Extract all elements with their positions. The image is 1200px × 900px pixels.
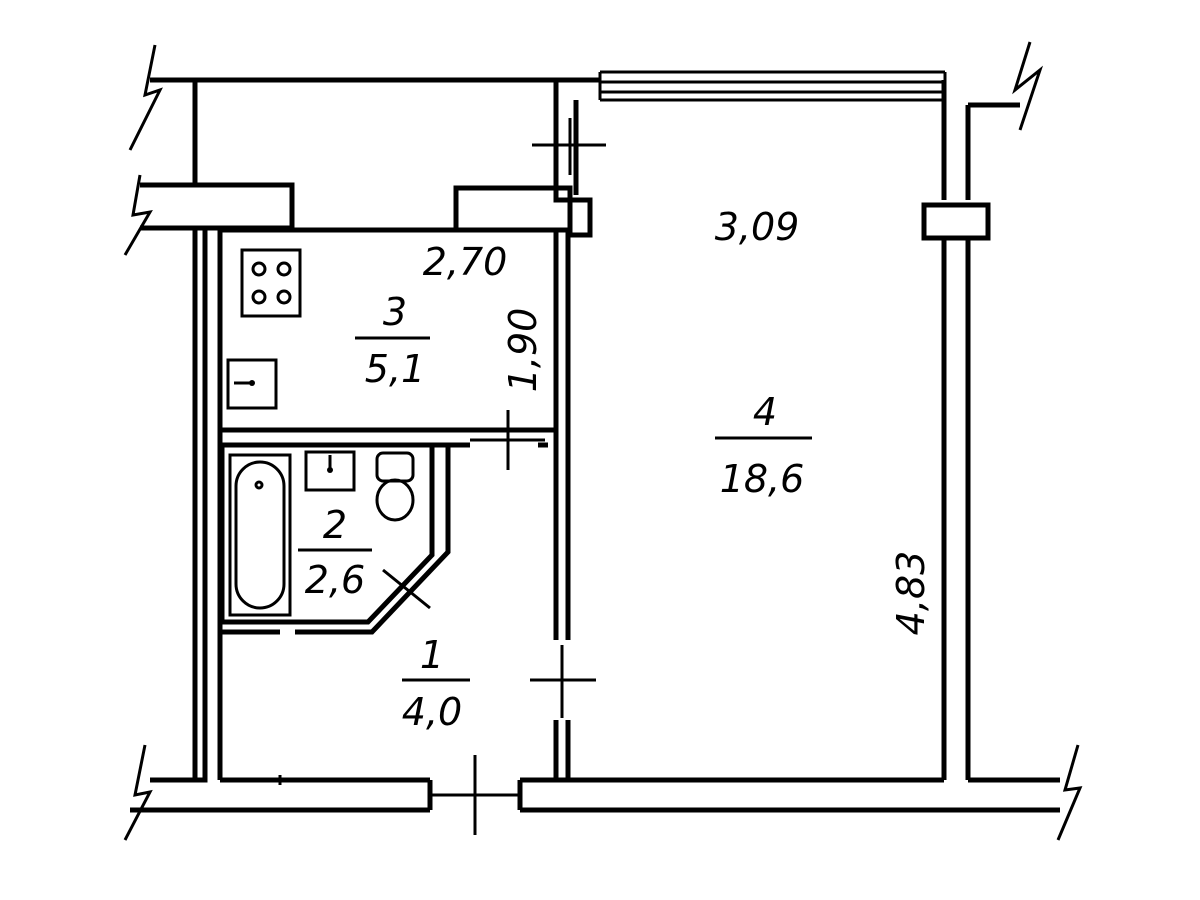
room-number-bathroom: 2 xyxy=(323,503,347,547)
room-area-hall: 4,0 xyxy=(402,690,462,734)
break-marks xyxy=(123,41,1083,841)
dimension-kitchen-width: 2,70 xyxy=(423,240,508,284)
room-hall: 1 4,0 xyxy=(402,633,470,734)
washbasin-icon xyxy=(304,450,356,492)
room-number-living: 4 xyxy=(753,390,777,434)
window-icon xyxy=(598,70,947,102)
room-area-kitchen: 5,1 xyxy=(365,347,425,391)
walls xyxy=(130,77,1060,813)
toilet-icon xyxy=(375,451,415,522)
room-number-hall: 1 xyxy=(420,633,444,677)
bathtub-icon xyxy=(228,453,292,617)
room-area-living: 18,6 xyxy=(720,457,805,501)
dimension-living-depth: 4,83 xyxy=(889,551,933,636)
stove-icon xyxy=(240,248,302,318)
room-number-kitchen: 3 xyxy=(383,290,407,334)
room-area-bathroom: 2,6 xyxy=(305,558,365,602)
room-living: 4 18,6 xyxy=(715,390,812,501)
room-kitchen: 3 5,1 xyxy=(355,290,430,391)
dimension-kitchen-depth: 1,90 xyxy=(501,308,545,393)
kitchen-sink-icon xyxy=(226,358,278,410)
dimension-living-width: 3,09 xyxy=(715,205,800,249)
room-bathroom: 2 2,6 xyxy=(298,503,372,602)
door-icon xyxy=(278,118,606,835)
